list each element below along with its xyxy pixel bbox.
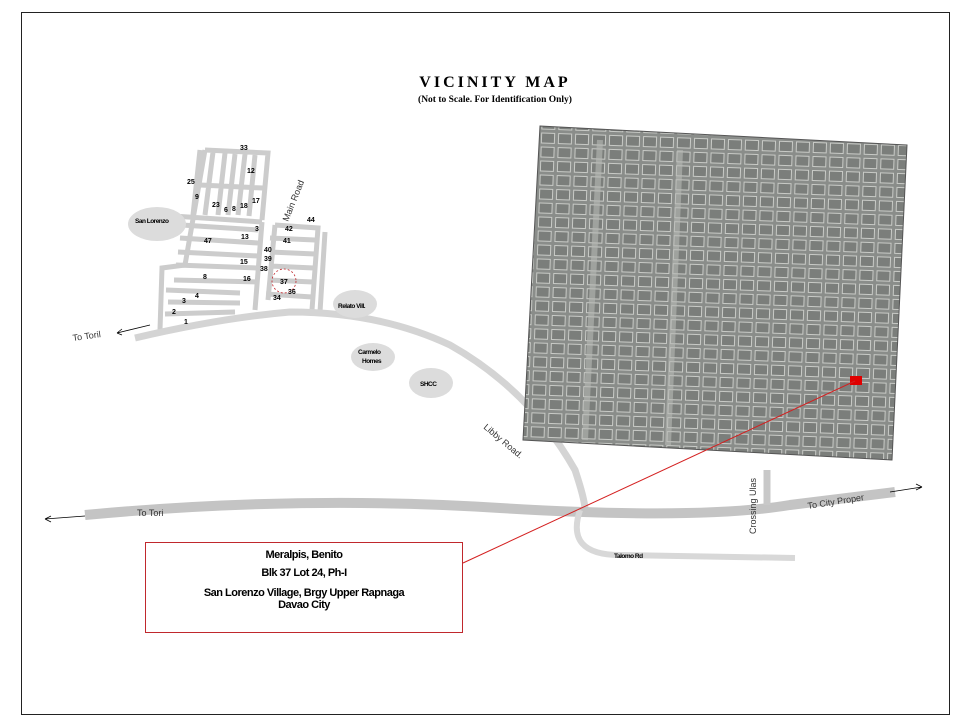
landmark-shcc-label: SHCC (420, 381, 437, 388)
page-border (21, 12, 950, 715)
block-number: 3 (255, 226, 259, 233)
block-number: 2 (172, 309, 176, 316)
property-info-box: Meralpis, Benito Blk 37 Lot 24, Ph-I San… (145, 542, 463, 633)
to-toril-upper-label: To Toril (72, 329, 101, 343)
lot-info: Blk 37 Lot 24, Ph-I (261, 567, 347, 579)
block-number: 37 (280, 279, 288, 286)
block-number: 36 (288, 289, 296, 296)
subdivision-plan (157, 147, 328, 331)
talomo-rd-label: Talomo Rd (614, 553, 643, 560)
subject-lot-marker (850, 376, 862, 385)
landmark-shcc (409, 368, 453, 398)
address: San Lorenzo Village, Brgy Upper Rapnaga (203, 587, 405, 599)
map-subtitle: (Not to Scale. For Identification Only) (418, 95, 572, 105)
block-number: 8 (203, 274, 207, 281)
block-number: 13 (241, 234, 249, 241)
talomo-road (573, 509, 796, 561)
landmark-relato-vill (333, 290, 377, 318)
block-number: 3 (182, 298, 186, 305)
owner-name: Meralpis, Benito (265, 549, 343, 561)
leader-line (462, 380, 856, 564)
block-number: 38 (260, 266, 268, 273)
block-number: 6 (224, 207, 228, 214)
block-number: 17 (252, 198, 260, 205)
block-number: 1 (184, 319, 188, 326)
landmark-san-lorenzo-label: San Lorenzo (135, 218, 169, 225)
block-number: 41 (283, 238, 291, 245)
crossing-ulas-label: Crossing Ulas (748, 477, 758, 534)
landmark-relato-vill-label: Relato Vill. (338, 303, 366, 310)
highway (84, 487, 896, 520)
block-number: 9 (195, 194, 199, 201)
block-number: 40 (264, 247, 272, 254)
city: Davao City (278, 599, 330, 611)
block-number: 42 (285, 226, 293, 233)
block-number: 25 (187, 179, 195, 186)
direction-arrows (44, 324, 923, 523)
map-title: VICINITY MAP (419, 74, 571, 91)
block-number: 47 (204, 238, 212, 245)
main-road-label: Main Road (281, 179, 307, 223)
libby-road-label: Libby Road. (482, 422, 525, 461)
block-number: 44 (307, 217, 315, 224)
block-number: 4 (195, 293, 199, 300)
landmark-homes-label: Homes (362, 358, 382, 365)
libby-road (134, 308, 589, 511)
block-number: 12 (247, 168, 255, 175)
block-number: 15 (240, 259, 248, 266)
block-number: 18 (240, 203, 248, 210)
block-number: 34 (273, 295, 281, 302)
subdivision-plan-photo (523, 126, 907, 460)
landmark-carmelo-label: Carmelo (358, 349, 381, 356)
to-toril-lower-label: To Tori (137, 508, 163, 518)
block-number: 39 (264, 256, 272, 263)
landmark-san-lorenzo (128, 207, 186, 241)
subject-lot-circle (271, 268, 297, 294)
block-number: 23 (212, 202, 220, 209)
block-number: 16 (243, 276, 251, 283)
block-number: 33 (240, 145, 248, 152)
block-number: 8 (232, 206, 236, 213)
landmark-carmelo-homes (351, 343, 395, 371)
